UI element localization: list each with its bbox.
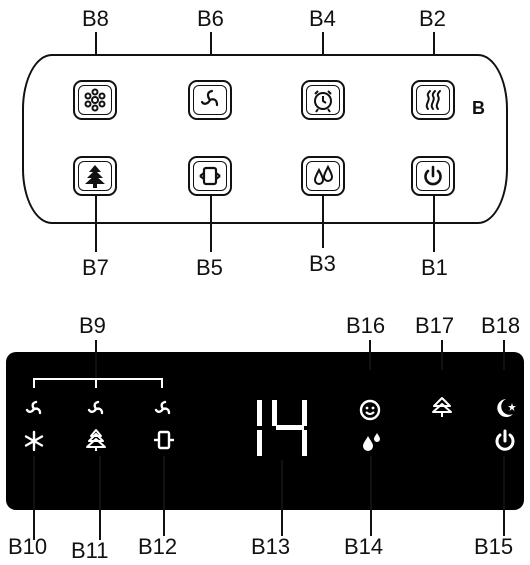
swing-icon bbox=[154, 430, 174, 450]
sleep-indicator bbox=[492, 396, 518, 420]
power-icon bbox=[424, 165, 442, 186]
leader-b1 bbox=[433, 196, 435, 252]
heat-wave-icon bbox=[425, 90, 441, 110]
swing-indicator bbox=[152, 428, 176, 452]
leader-b12 bbox=[163, 456, 165, 536]
b9-bracket-line bbox=[33, 378, 163, 380]
label-b12: B12 bbox=[138, 534, 178, 559]
alarm-clock-icon bbox=[314, 90, 332, 113]
label-b11: B11 bbox=[71, 538, 109, 563]
timer-button[interactable] bbox=[301, 80, 345, 120]
fan-speed-high-indicator bbox=[151, 398, 175, 420]
tree-icon bbox=[86, 429, 106, 451]
tree-icon bbox=[85, 165, 105, 188]
fan-button[interactable] bbox=[188, 80, 232, 120]
leader-b15 bbox=[503, 456, 505, 536]
leader-b3 bbox=[322, 196, 324, 248]
fan-low-icon bbox=[25, 400, 42, 415]
leader-b14 bbox=[370, 456, 372, 536]
sleep-tree-indicator bbox=[430, 396, 454, 418]
power-icon bbox=[495, 429, 515, 451]
label-b6: B6 bbox=[197, 6, 224, 31]
label-b1: B1 bbox=[421, 255, 448, 280]
b9-bracket-mid bbox=[95, 378, 97, 388]
leader-b18 bbox=[503, 340, 505, 370]
fan-icon bbox=[200, 89, 219, 107]
label-b14: B14 bbox=[344, 534, 384, 559]
label-b16: B16 bbox=[346, 313, 386, 338]
moon-icon bbox=[497, 399, 516, 417]
label-b9: B9 bbox=[79, 313, 106, 338]
leader-b10 bbox=[33, 456, 35, 540]
label-b5: B5 bbox=[196, 255, 223, 280]
panel-side-mark: B bbox=[472, 98, 485, 118]
cool-button[interactable] bbox=[73, 80, 117, 120]
leader-b5 bbox=[210, 196, 212, 252]
fan-high-icon bbox=[154, 400, 171, 415]
snowflake-icon bbox=[84, 88, 106, 112]
fan-speed-mid-indicator bbox=[84, 398, 108, 420]
water-drops-icon bbox=[363, 433, 380, 451]
heat-button[interactable] bbox=[411, 80, 455, 120]
leader-b17 bbox=[441, 340, 443, 370]
b9-bracket-right bbox=[161, 378, 163, 388]
label-b17: B17 bbox=[415, 313, 455, 338]
label-b2: B2 bbox=[419, 6, 446, 31]
label-b4: B4 bbox=[309, 6, 336, 31]
label-b3: B3 bbox=[309, 251, 336, 276]
leader-b16 bbox=[369, 340, 371, 370]
label-b15: B15 bbox=[474, 534, 514, 559]
label-b10: B10 bbox=[8, 534, 48, 559]
fan-mid-icon bbox=[87, 400, 104, 415]
tree-icon bbox=[432, 397, 452, 417]
dry-indicator bbox=[358, 430, 384, 454]
label-b13: B13 bbox=[251, 534, 291, 559]
leader-b9 bbox=[95, 340, 97, 378]
power-button[interactable] bbox=[411, 156, 455, 196]
label-b8: B8 bbox=[82, 6, 109, 31]
water-drops-icon bbox=[313, 164, 334, 185]
eco-indicator bbox=[85, 428, 107, 452]
smile-icon bbox=[359, 399, 381, 421]
segment-digits bbox=[257, 400, 307, 456]
cool-indicator bbox=[22, 430, 46, 452]
leader-b7 bbox=[95, 196, 97, 252]
power-indicator bbox=[492, 428, 518, 454]
leader-b11 bbox=[99, 456, 101, 540]
b9-bracket-left bbox=[33, 378, 35, 388]
label-b18: B18 bbox=[481, 313, 521, 338]
comfort-indicator bbox=[358, 398, 382, 422]
swing-button[interactable] bbox=[188, 156, 232, 196]
dry-button[interactable] bbox=[301, 156, 345, 196]
fan-speed-low-indicator bbox=[22, 398, 46, 420]
swing-icon bbox=[199, 166, 221, 186]
leader-b13 bbox=[281, 460, 283, 536]
snowflake-icon bbox=[24, 430, 44, 452]
eco-button[interactable] bbox=[73, 156, 117, 196]
seven-segment-display bbox=[255, 396, 311, 460]
label-b7: B7 bbox=[82, 255, 109, 280]
